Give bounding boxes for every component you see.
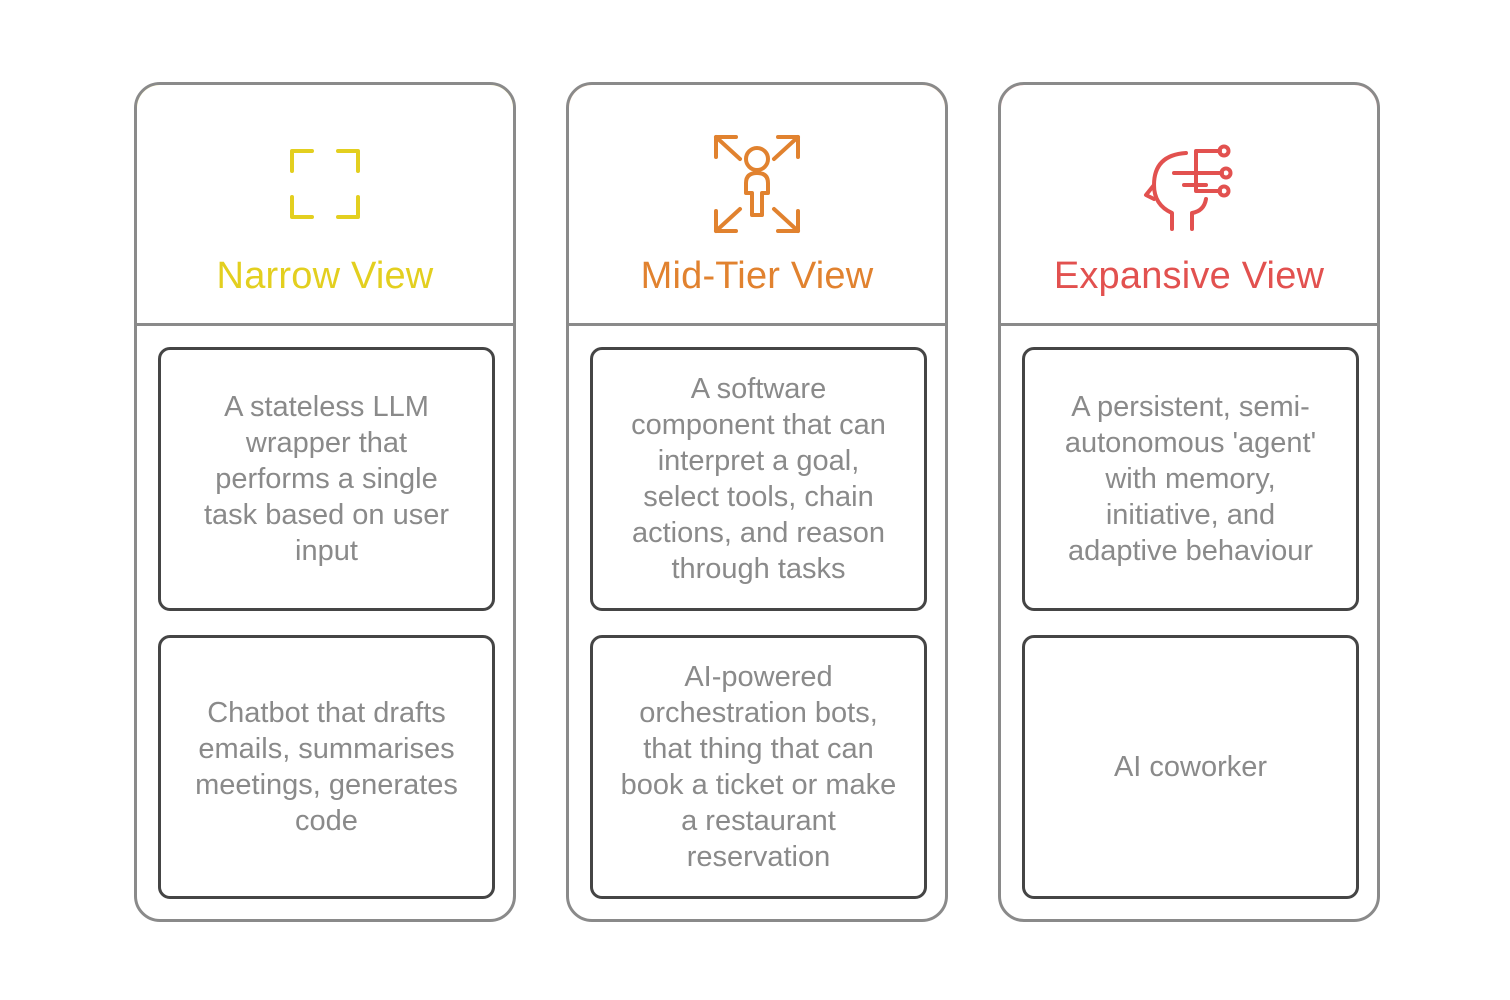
focus-frame-icon (270, 129, 380, 239)
column-expansive-view: Expansive View A persistent, semi-autono… (998, 82, 1380, 922)
definition-box: A software component that can interpret … (590, 347, 927, 611)
example-text: AI-powered orchestration bots, that thin… (620, 661, 897, 873)
example-box: AI coworker (1022, 635, 1359, 899)
ai-head-icon (1134, 129, 1244, 239)
definition-text: A software component that can interpret … (631, 373, 886, 585)
column-title: Narrow View (216, 255, 434, 297)
column-narrow-view: Narrow View A stateless LLM wrapper that… (134, 82, 516, 922)
header-divider (1001, 323, 1377, 326)
definition-box: A persistent, semi-autonomous 'agent' wi… (1022, 347, 1359, 611)
header-divider (137, 323, 513, 326)
column-header: Narrow View (137, 85, 513, 326)
example-box: Chatbot that drafts emails, summarises m… (158, 635, 495, 899)
example-text: Chatbot that drafts emails, summarises m… (195, 697, 458, 837)
example-box: AI-powered orchestration bots, that thin… (590, 635, 927, 899)
column-header: Mid-Tier View (569, 85, 945, 326)
definition-box: A stateless LLM wrapper that performs a … (158, 347, 495, 611)
example-text: AI coworker (1113, 751, 1268, 783)
column-mid-tier-view: Mid-Tier View A software component that … (566, 82, 948, 922)
expand-person-icon (702, 129, 812, 239)
column-title: Mid-Tier View (640, 255, 874, 297)
column-title: Expansive View (1053, 255, 1325, 297)
definition-text: A persistent, semi-autonomous 'agent' wi… (1064, 391, 1317, 567)
header-divider (569, 323, 945, 326)
column-header: Expansive View (1001, 85, 1377, 326)
definition-text: A stateless LLM wrapper that performs a … (203, 391, 450, 567)
